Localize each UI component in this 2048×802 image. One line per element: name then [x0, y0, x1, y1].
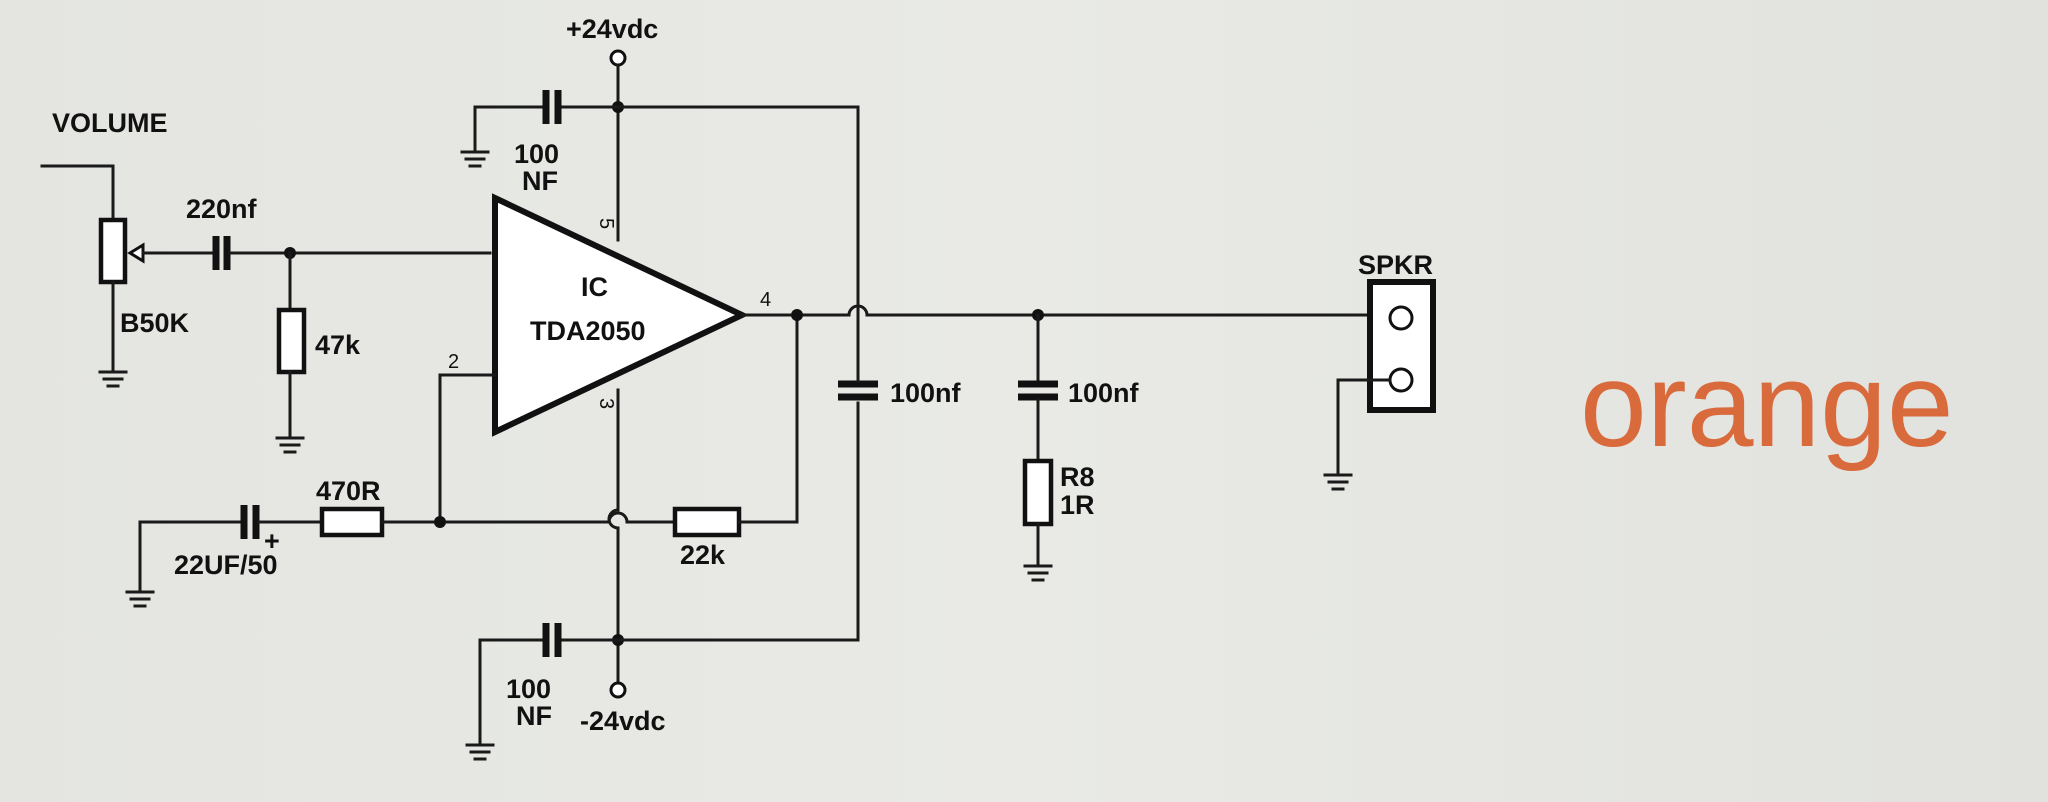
- zobel-resistor-name: R8: [1060, 462, 1095, 492]
- bottom-cap-value: 100: [506, 674, 551, 704]
- top-cap-value: 100: [514, 139, 559, 169]
- tda2050-ic: [492, 193, 750, 437]
- wiper-arrow-icon: [127, 242, 145, 264]
- junction-dot: [434, 516, 446, 528]
- ground-leg-resistor: [319, 506, 385, 538]
- top-cap-unit: NF: [522, 166, 558, 196]
- speaker-connector: [1323, 279, 1436, 491]
- zobel-cap-label: 100nf: [1068, 378, 1140, 408]
- input-resistor-label: 47k: [315, 330, 361, 360]
- ground-icon: [275, 436, 305, 454]
- feedback-capacitor: [240, 505, 260, 539]
- rail-capacitor: [838, 380, 878, 401]
- terminal-icon: [609, 49, 627, 67]
- positive-supply-label: +24vdc: [566, 14, 658, 44]
- feedback-cap-polarity: +: [264, 526, 280, 556]
- negative-supply-label: -24vdc: [580, 706, 666, 736]
- ground-icon: [460, 150, 490, 168]
- zobel-resistor: [1022, 458, 1054, 527]
- coupling-cap-label: 220nf: [186, 194, 258, 224]
- volume-label: VOLUME: [52, 108, 168, 138]
- ic-label-line1: IC: [581, 272, 608, 302]
- ground-resistor-label: 470R: [316, 476, 381, 506]
- terminal-icon: [609, 681, 627, 699]
- rail-cap-label: 100nf: [890, 378, 962, 408]
- speaker-terminal-icon: [1388, 305, 1414, 331]
- pin-5-label: 5: [595, 218, 617, 229]
- junction-dot: [791, 309, 803, 321]
- bottom-cap-unit: NF: [516, 701, 552, 731]
- positive-supply-rail: [460, 49, 860, 304]
- zobel-capacitor: [1018, 380, 1058, 401]
- speaker-terminal-icon: [1388, 367, 1414, 393]
- orange-logo: orange: [1580, 338, 1954, 472]
- pin-2-label: 2: [448, 351, 459, 373]
- volume-potentiometer: [98, 217, 128, 285]
- output-section: [740, 300, 1378, 582]
- pot-value-label: B50K: [120, 308, 190, 338]
- feedback-cap-label: 22UF/50: [174, 550, 278, 580]
- input-resistor: [276, 307, 307, 375]
- pin-4-label: 4: [760, 289, 771, 311]
- ground-icon: [98, 370, 128, 388]
- pin-3-label: 3: [595, 398, 617, 409]
- top-decoupling-capacitor: [542, 90, 562, 124]
- ground-icon: [1023, 564, 1053, 582]
- volume-section: [40, 164, 492, 454]
- feedback-network: [125, 313, 799, 608]
- ic-label-line2: TDA2050: [530, 316, 646, 346]
- zobel-resistor-value: 1R: [1060, 490, 1095, 520]
- ground-icon: [465, 743, 495, 761]
- negative-supply-rail: [465, 388, 860, 761]
- coupling-capacitor: [212, 236, 231, 270]
- bottom-decoupling-capacitor: [542, 623, 562, 657]
- feedback-resistor: [672, 506, 742, 538]
- feedback-resistor-label: 22k: [680, 540, 726, 570]
- ground-icon: [1323, 473, 1353, 491]
- speaker-label: SPKR: [1358, 250, 1433, 280]
- ground-icon: [125, 590, 155, 608]
